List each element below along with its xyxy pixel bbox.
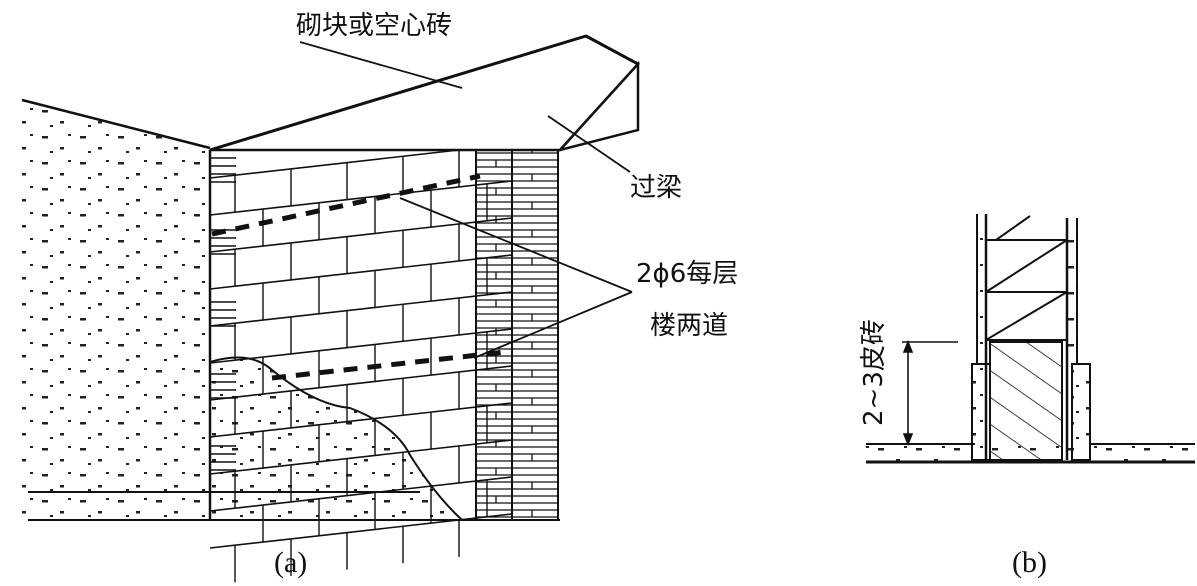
- soil-mound: [209, 356, 463, 521]
- soil-bank-left: [21, 98, 211, 520]
- leader-lines: [299, 41, 633, 359]
- label-height: 2~3皮砖: [859, 319, 889, 426]
- label-blocks: 砌块或空心砖: [296, 11, 452, 41]
- course-line: [209, 254, 513, 290]
- figure-b: 2~3皮砖 (b): [859, 214, 1195, 579]
- rebar-lines: [211, 173, 506, 381]
- truss-lines: [985, 215, 1068, 341]
- concrete-base: [989, 341, 1063, 461]
- wall-section: [976, 214, 1078, 460]
- course-line: [209, 328, 513, 364]
- label-lintel: 过梁: [630, 173, 682, 203]
- course-line: [209, 291, 513, 327]
- brick-pier: [475, 130, 559, 521]
- course-line: [209, 365, 513, 401]
- brick-skin-right: [1071, 363, 1091, 461]
- height-dimension: [902, 339, 958, 447]
- caption-b: (b): [1012, 546, 1047, 579]
- course-line: [209, 402, 513, 438]
- course-line: [209, 439, 513, 475]
- course-line: [209, 217, 513, 253]
- brick-skin-left: [971, 363, 991, 461]
- label-rebar-1: 2ϕ6每层: [636, 259, 738, 289]
- label-rebar-2: 楼两道: [650, 311, 728, 341]
- caption-a: (a): [274, 546, 307, 579]
- figure-a: 砌块或空心砖 过梁 2ϕ6每层 楼两道 (a): [21, 11, 738, 583]
- course-line: [209, 513, 513, 549]
- lintel-beam: [209, 34, 640, 153]
- course-line: [209, 180, 513, 216]
- course-line: [209, 476, 513, 512]
